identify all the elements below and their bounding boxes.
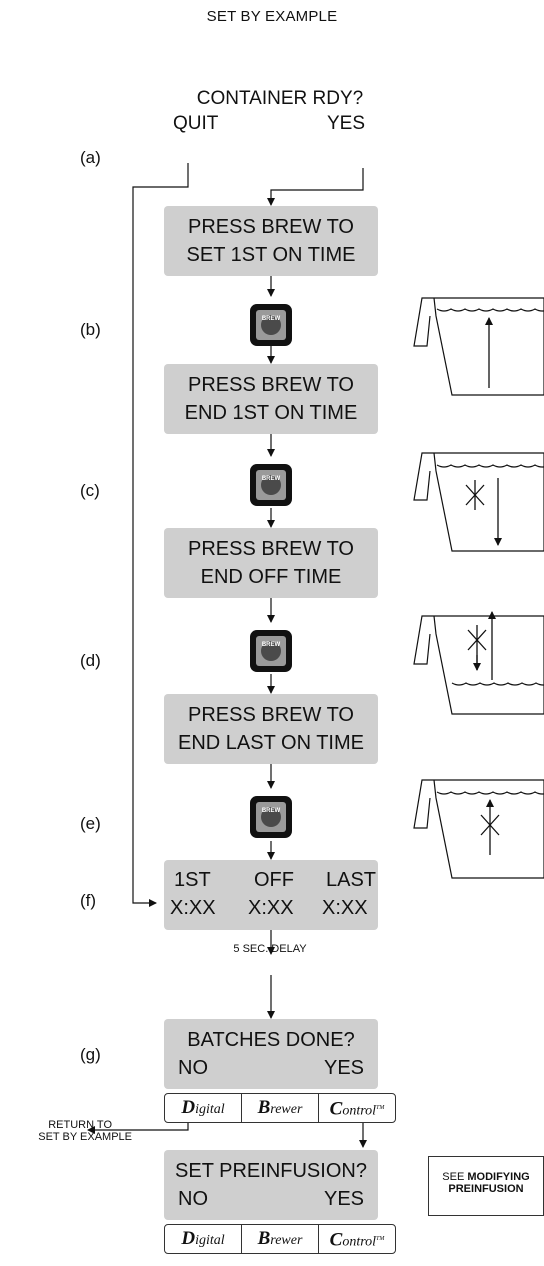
step-label-g: (g) xyxy=(80,1045,101,1064)
see-modifying-preinfusion-box: SEE MODIFYING PREINFUSION xyxy=(428,1156,544,1216)
display-batches-done: BATCHES DONE? NO YES xyxy=(164,1019,378,1089)
display-set-1st-on-time: PRESS BREW TO SET 1ST ON TIME xyxy=(164,206,378,276)
digital-brewer-control-logo: Digital Brewer ControlTM xyxy=(164,1093,396,1123)
brew-button-b: BREW xyxy=(250,304,292,346)
step-label-d: (d) xyxy=(80,651,101,670)
carafe-illustrations xyxy=(413,297,544,879)
display-end-last-on-time: PRESS BREW TO END LAST ON TIME xyxy=(164,694,378,764)
step-label-a: (a) xyxy=(80,148,101,167)
brew-button-d: BREW xyxy=(250,630,292,672)
display-end-off-time: PRESS BREW TO END OFF TIME xyxy=(164,528,378,598)
yes-option: YES xyxy=(327,113,366,134)
quit-option: QUIT xyxy=(173,113,219,134)
container-ready-prompt: CONTAINER RDY? xyxy=(196,88,364,109)
display-time-summary: 1ST X:XX OFF X:XX LAST X:XX xyxy=(164,860,378,930)
brew-button-c: BREW xyxy=(250,464,292,506)
step-label-b: (b) xyxy=(80,320,101,339)
step-label-c: (c) xyxy=(80,481,100,500)
brew-button-e: BREW xyxy=(250,796,292,838)
display-set-preinfusion: SET PREINFUSION? NO YES xyxy=(164,1150,378,1220)
return-to-label: RETURN TO SET BY EXAMPLE xyxy=(38,1119,132,1143)
step-label-f: (f) xyxy=(80,891,97,910)
delay-label: 5 SEC. DELAY xyxy=(233,943,307,955)
page-title: SET BY EXAMPLE xyxy=(206,8,338,25)
step-label-e: (e) xyxy=(80,814,101,833)
display-end-1st-on-time: PRESS BREW TO END 1ST ON TIME xyxy=(164,364,378,434)
digital-brewer-control-logo-2: Digital Brewer ControlTM xyxy=(164,1224,396,1254)
